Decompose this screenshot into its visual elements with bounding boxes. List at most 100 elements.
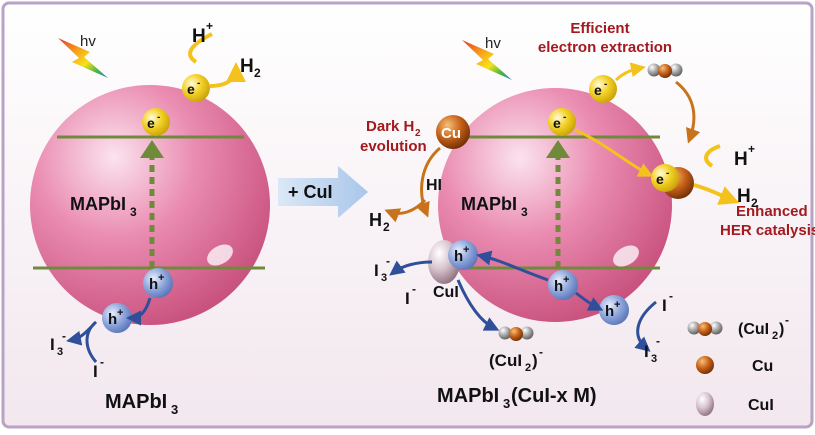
svg-text:-: -: [62, 329, 66, 343]
svg-text:h: h: [605, 303, 614, 320]
left-hole-vb: h +: [143, 268, 173, 298]
cui2-cluster-icon: [687, 321, 723, 336]
right-hole-out: h +: [599, 295, 629, 325]
electron-extraction-arrow: [614, 62, 646, 82]
svg-text:I: I: [662, 296, 667, 315]
svg-text:+: +: [614, 299, 620, 311]
svg-text:H: H: [192, 26, 206, 47]
right-caption: MAPbI 3 (CuI-x M): [437, 385, 597, 411]
svg-text:3: 3: [381, 272, 387, 284]
svg-text:3: 3: [503, 396, 510, 411]
svg-text:3: 3: [171, 402, 178, 417]
svg-text:2: 2: [383, 220, 390, 234]
efficient-label-line2: electron extraction: [538, 39, 672, 56]
efficient-label-line1: Efficient: [570, 20, 629, 37]
left-hv-label: hv: [80, 33, 96, 50]
left-panel: hv e - e - H + H 2 MAPbI 3 h: [30, 19, 270, 417]
svg-text:e: e: [594, 82, 602, 98]
hole-icon: [102, 303, 132, 333]
electron-charge: -: [197, 78, 200, 89]
svg-text:-: -: [656, 334, 660, 348]
svg-text:Cu: Cu: [752, 358, 773, 375]
lightning-icon: [58, 38, 108, 78]
cui2-bottom-label: (CuI 2 ) -: [489, 345, 543, 374]
left-h2-arrow: [209, 62, 246, 88]
svg-text:h: h: [454, 248, 463, 265]
electron-icon: [651, 164, 679, 192]
hole-out-arrow: [575, 291, 604, 311]
svg-text:3: 3: [651, 353, 657, 365]
left-material-label: MAPbI 3: [70, 194, 137, 219]
left-h2: H 2: [240, 56, 261, 80]
electron-label: e: [147, 115, 155, 131]
copper-atom-icon: [696, 356, 714, 374]
svg-text:3: 3: [521, 205, 528, 219]
svg-text:+: +: [463, 244, 469, 256]
hi-label: HI: [426, 177, 442, 194]
svg-text:+: +: [117, 307, 123, 319]
svg-text:MAPbI: MAPbI: [70, 194, 126, 214]
svg-text:evolution: evolution: [360, 138, 427, 155]
svg-text:2: 2: [254, 66, 261, 80]
hole-icon: [448, 240, 478, 270]
hole-icon: [143, 268, 173, 298]
hole-icon: [599, 295, 629, 325]
left-caption: MAPbI 3: [105, 391, 178, 417]
copper-atom-icon: [436, 115, 470, 149]
right-electron-on-cu: e -: [651, 164, 679, 192]
svg-text:I: I: [644, 342, 649, 361]
svg-text:Dark H: Dark H: [366, 118, 414, 135]
left-electron-top: e -: [182, 74, 210, 102]
svg-text:e: e: [656, 171, 664, 187]
right-panel: hv Efficient electron extraction Dark H …: [360, 20, 815, 411]
dark-h2-label: Dark H 2 evolution: [360, 118, 427, 155]
right-material-label: MAPbI 3: [461, 194, 528, 219]
left-hole-transfer-arrow: [126, 297, 152, 326]
svg-text:-: -: [666, 168, 669, 179]
add-cui-arrow: + CuI: [278, 166, 368, 218]
cui-particle-label: CuI: [433, 284, 459, 301]
svg-text:MAPbI: MAPbI: [105, 391, 167, 413]
right-h2: H 2: [737, 186, 758, 210]
svg-text:MAPbI: MAPbI: [437, 385, 499, 407]
left-iodide-oxidation-arrow: [66, 320, 98, 363]
svg-text:H: H: [369, 210, 382, 230]
svg-text:-: -: [669, 289, 673, 303]
right-h2-arrow: [693, 183, 740, 205]
right-sphere: [438, 88, 672, 322]
dark-h2-arrow: [384, 198, 427, 223]
legend-item-cu: Cu: [696, 356, 773, 375]
svg-text:+: +: [158, 272, 164, 284]
left-h-plus-arrow: [188, 32, 213, 64]
svg-text:): ): [532, 351, 538, 370]
svg-text:h: h: [149, 276, 158, 293]
svg-text:-: -: [386, 254, 390, 268]
right-i-minus-a: I -: [405, 282, 416, 308]
svg-text:-: -: [785, 313, 789, 327]
svg-text:(CuI-x M): (CuI-x M): [511, 385, 597, 407]
svg-text:2: 2: [772, 330, 778, 342]
svg-text:-: -: [604, 79, 607, 90]
svg-text:h: h: [554, 278, 563, 295]
svg-text:3: 3: [57, 346, 63, 358]
electron-icon: [548, 108, 576, 136]
right-electron-top: e -: [589, 75, 617, 103]
svg-text:3: 3: [130, 205, 137, 219]
left-electron-cb: e -: [142, 108, 170, 136]
right-electron-cb: e -: [548, 108, 576, 136]
svg-text:2: 2: [751, 196, 758, 210]
right-i3-minus-a: I 3 -: [374, 254, 390, 284]
big-arrow-shape: [278, 166, 368, 218]
left-i-minus: I -: [93, 355, 104, 381]
hi-dark-arrow: [415, 146, 442, 218]
right-sphere-highlight: [613, 245, 639, 267]
svg-text:MAPbI: MAPbI: [461, 194, 517, 214]
hole-to-cui-arrow: [476, 250, 549, 282]
hole-icon: [548, 270, 578, 300]
legend-item-cui2: (CuI 2 ) -: [687, 313, 789, 342]
svg-text:H: H: [737, 186, 751, 207]
svg-text:+: +: [206, 19, 213, 33]
svg-text:-: -: [539, 345, 543, 359]
cui2-cluster-icon: [498, 326, 534, 341]
